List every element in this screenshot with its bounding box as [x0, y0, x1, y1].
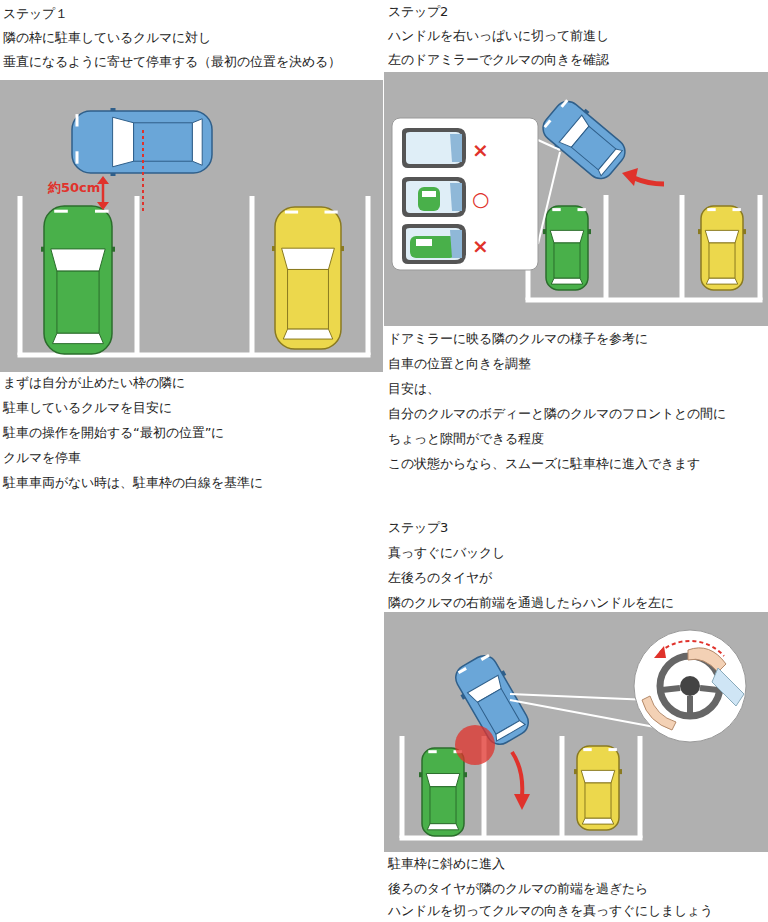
steering-wheel-inset — [634, 630, 746, 742]
motion-arrow — [634, 178, 664, 184]
motion-arrowhead — [514, 794, 530, 810]
leader-line — [510, 694, 650, 700]
stall-line — [758, 195, 763, 300]
caption-line: 後ろのタイヤが隣のクルマの前端を過ぎたら — [388, 881, 648, 897]
car — [536, 94, 632, 186]
caption-line: 自車の位置と向きを調整 — [388, 356, 531, 372]
caption-line: 垂直になるように寄せて停車する（最初の位置を決める） — [3, 54, 341, 70]
caption-line: 真っすぐにバックし — [388, 545, 505, 561]
stall-line — [604, 195, 609, 300]
caption-line: 駐車の操作を開始する“最初の位置”に — [3, 425, 224, 441]
motion-arrowhead — [622, 168, 638, 186]
caption-line: 左後ろのタイヤが — [388, 570, 492, 586]
caption-line: まずは自分が止めたい枠の隣に — [3, 375, 185, 391]
ground-panel — [0, 80, 383, 372]
motion-arrow — [512, 752, 522, 796]
caption-line: 隣のクルマの右前端を通過したらハンドルを左に — [388, 595, 674, 611]
leader-line — [538, 152, 560, 244]
caption-line: ステップ3 — [388, 520, 448, 536]
car — [574, 746, 622, 830]
stall-line — [638, 736, 643, 838]
guide-line — [142, 130, 144, 212]
caption-line: 目安は、 — [388, 381, 440, 397]
caption-line: 駐車枠に斜めに進入 — [388, 856, 505, 872]
stall-line — [526, 298, 763, 303]
caption-line: ちょっと隙間ができる程度 — [388, 431, 544, 447]
caption-line: ステップ2 — [388, 4, 448, 20]
car — [543, 206, 591, 290]
mirror-mark: × — [472, 139, 489, 161]
caption-line: クルマを停車 — [3, 450, 81, 466]
dimension-label: 約50cm — [48, 180, 100, 196]
stall-line — [18, 196, 23, 355]
ground-panel — [384, 72, 768, 326]
mirror-mark: ○ — [472, 188, 489, 210]
caption-line: 駐車しているクルマを目安に — [3, 400, 172, 416]
stall-line — [135, 196, 140, 355]
caption-line: ハンドルを右いっぱいに切って前進し — [388, 28, 609, 44]
stall-line — [366, 196, 371, 355]
car — [41, 206, 115, 354]
caption-line: ドアミラーに映る隣のクルマの様子を参考に — [388, 331, 648, 347]
caption-line: ステップ１ — [3, 6, 68, 22]
car — [272, 207, 344, 349]
stall-line — [400, 736, 405, 838]
caption-line: 駐車車両がない時は、駐車枠の白線を基準に — [3, 475, 263, 491]
caption-line: 自分のクルマのボディーと隣のクルマのフロントとの間に — [388, 406, 726, 422]
stall-line — [250, 196, 255, 355]
car — [698, 206, 746, 290]
car — [419, 748, 467, 836]
ground-panel — [384, 612, 768, 852]
caption-line: 左のドアミラーでクルマの向きを確認 — [388, 52, 609, 68]
door-mirror — [402, 177, 466, 217]
caption-line: この状態からなら、スムーズに駐車枠に進入できます — [388, 456, 700, 472]
leader-line — [538, 140, 560, 150]
caption-line: ハンドルを切ってクルマの向きを真っすぐにしましょう — [388, 903, 713, 919]
tire-marker — [455, 725, 495, 765]
mirror-inset — [392, 118, 538, 270]
door-mirror — [402, 224, 466, 264]
mirror-mark: × — [472, 235, 489, 257]
stall-line — [680, 195, 685, 300]
caption-line: 隣の枠に駐車しているクルマに対し — [3, 30, 211, 46]
stall-line — [560, 736, 565, 838]
door-mirror — [402, 128, 466, 168]
